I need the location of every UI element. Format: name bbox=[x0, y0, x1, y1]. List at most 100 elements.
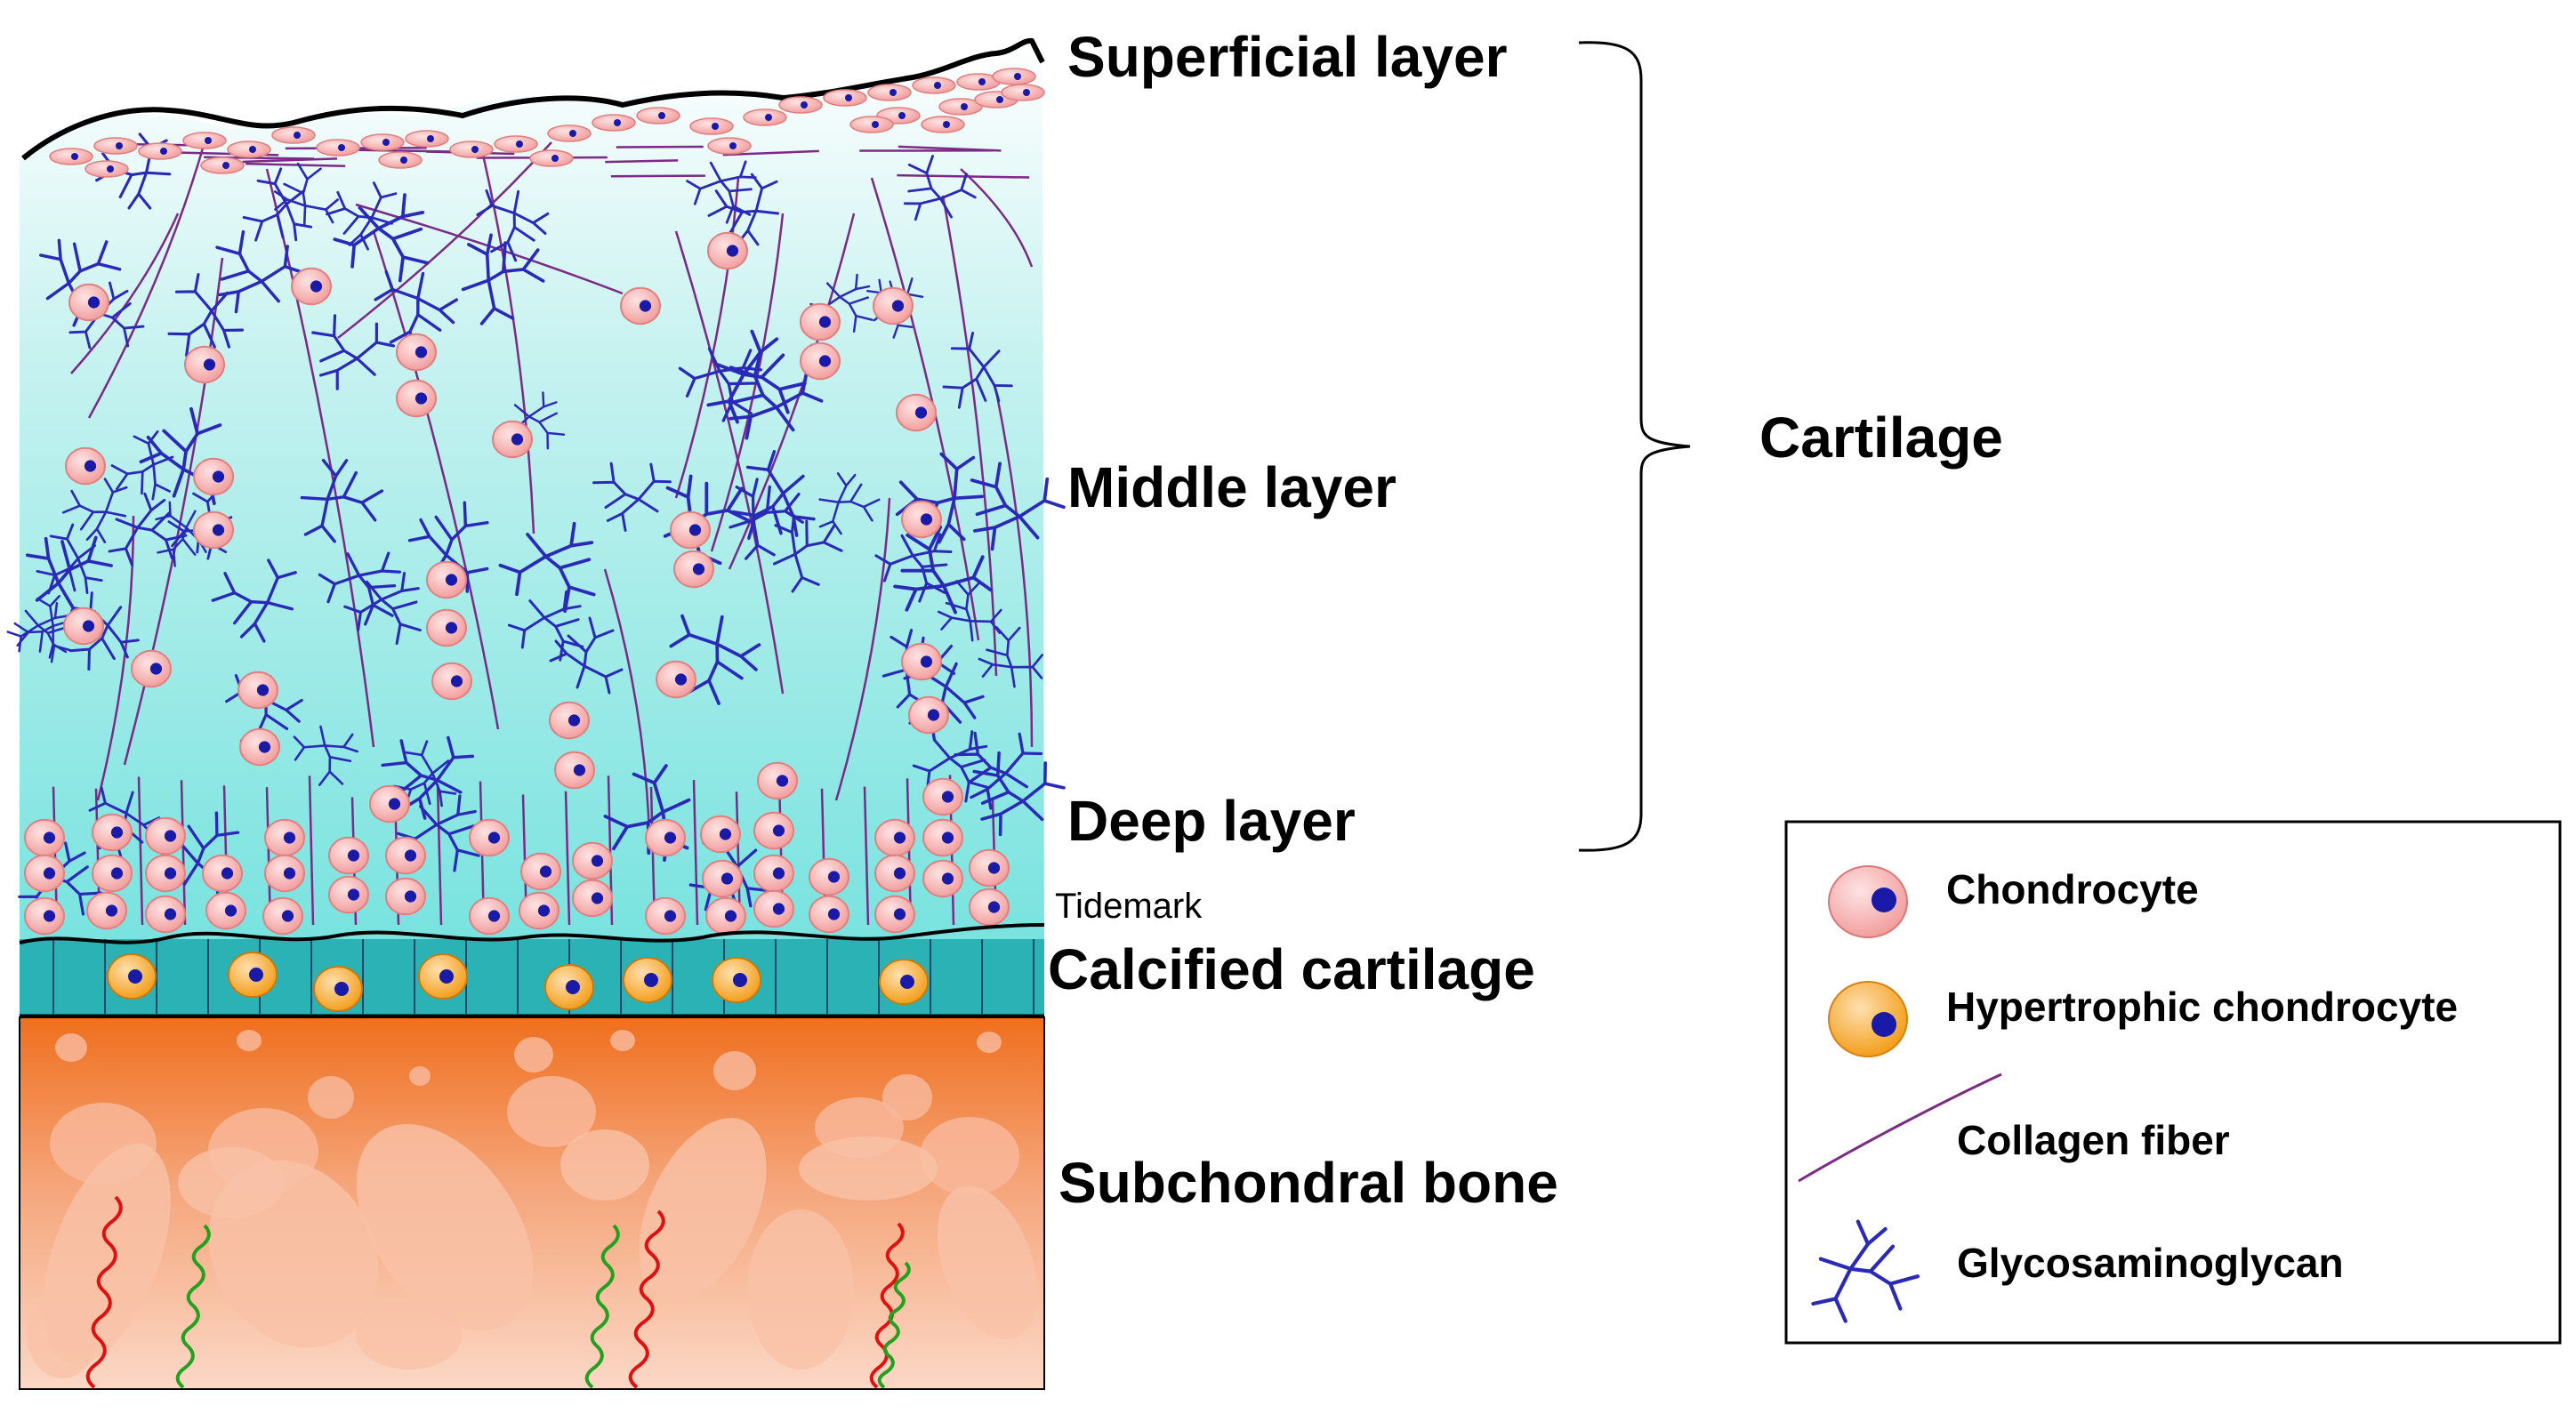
chondrocyte bbox=[922, 859, 963, 898]
hypertrophic-chondrocyte-icon bbox=[1828, 981, 1908, 1057]
chondrocyte-nucleus bbox=[943, 121, 950, 128]
chondrocyte bbox=[908, 695, 949, 735]
chondrocyte-nucleus bbox=[256, 684, 270, 696]
chondrocyte bbox=[239, 727, 280, 767]
marrow-space bbox=[799, 1137, 938, 1201]
cartilage-brace bbox=[1578, 41, 1691, 852]
collagen-fiber bbox=[834, 497, 891, 801]
chondrocyte-nucleus bbox=[212, 470, 225, 483]
legend-label-glycosaminoglycan: Glycosaminoglycan bbox=[1957, 1240, 2344, 1286]
marrow-space bbox=[937, 1185, 1038, 1340]
blood-vessel-green bbox=[877, 1261, 911, 1389]
chondrocyte-nucleus bbox=[221, 867, 234, 880]
chondrocyte bbox=[86, 891, 127, 930]
chondrocyte-nucleus bbox=[772, 903, 785, 915]
chondrocyte bbox=[874, 818, 915, 857]
chondrocyte bbox=[237, 671, 278, 710]
collagen-fiber-icon bbox=[1798, 1073, 2002, 1183]
chondrocyte bbox=[200, 157, 245, 174]
chondrocyte bbox=[492, 420, 533, 459]
calcified-cartilage-region bbox=[19, 923, 1045, 1017]
collagen-fiber bbox=[610, 174, 705, 178]
marrow-space bbox=[507, 1076, 596, 1147]
chondrocyte bbox=[63, 607, 104, 646]
articular-surface-line bbox=[21, 37, 1045, 161]
tidemark-label: Tidemark bbox=[1055, 887, 1203, 926]
chondrocyte bbox=[673, 550, 714, 589]
chondrocyte bbox=[85, 160, 129, 178]
chondrocyte-nucleus bbox=[987, 862, 1001, 874]
chondrocyte-nucleus bbox=[110, 867, 124, 880]
chondrocyte-nucleus bbox=[1023, 89, 1030, 96]
chondrocyte-nucleus bbox=[164, 867, 177, 880]
chondrocyte-nucleus bbox=[450, 675, 463, 687]
chondrocyte-icon bbox=[1828, 865, 1908, 938]
marrow-space bbox=[560, 1129, 649, 1201]
chondrocyte-nucleus bbox=[772, 824, 785, 837]
chondrocyte bbox=[227, 141, 271, 158]
cartilage-label: Cartilage bbox=[1759, 406, 2003, 470]
chondrocyte-nucleus bbox=[205, 137, 212, 144]
chondrocyte-nucleus bbox=[941, 832, 954, 844]
chondrocyte bbox=[705, 896, 746, 936]
chondrocyte-nucleus bbox=[914, 406, 928, 419]
hypertrophic-chondrocyte-nucleus bbox=[249, 968, 263, 982]
chondrocyte bbox=[396, 333, 437, 372]
chondrocyte-nucleus bbox=[404, 890, 417, 903]
chondrocyte bbox=[670, 510, 711, 550]
hypertrophic-chondrocyte-nucleus bbox=[733, 973, 747, 987]
chondrocyte-nucleus bbox=[84, 460, 97, 472]
chondrocyte-nucleus bbox=[941, 872, 954, 885]
blood-vessels bbox=[85, 1195, 911, 1389]
collagen-fiber bbox=[246, 162, 346, 167]
chondrocyte bbox=[469, 818, 510, 857]
chondrocyte-nucleus bbox=[310, 280, 323, 293]
chondrocyte-nucleus bbox=[404, 849, 417, 862]
hypertrophic-chondrocyte-nucleus bbox=[128, 969, 142, 984]
collagen-fiber bbox=[308, 775, 315, 926]
chondrocyte-nucleus bbox=[591, 892, 604, 904]
chondrocyte bbox=[547, 125, 592, 142]
chondrocyte-nucleus bbox=[43, 832, 56, 844]
chondrocyte bbox=[426, 608, 467, 647]
chondrocyte bbox=[316, 139, 360, 157]
chondrocyte bbox=[707, 137, 752, 155]
chondrocyte-nucleus bbox=[978, 78, 986, 85]
hypertrophic-chondrocyte bbox=[418, 953, 468, 1000]
chondrocyte bbox=[702, 859, 743, 898]
chondrocyte bbox=[431, 662, 472, 701]
chondrocyte bbox=[529, 149, 574, 167]
chondrocyte-nucleus bbox=[720, 872, 734, 885]
chondrocyte bbox=[809, 895, 849, 934]
chondrocyte bbox=[184, 345, 225, 384]
chondrocyte bbox=[405, 130, 449, 148]
collagen-fiber bbox=[337, 141, 552, 339]
collagen-fiber bbox=[353, 149, 453, 153]
chondrocyte-nucleus bbox=[591, 855, 604, 867]
chondrocyte bbox=[592, 114, 636, 132]
collagen-fiber bbox=[674, 177, 740, 499]
chondrocyte-nucleus bbox=[568, 714, 581, 727]
chondrocyte bbox=[753, 854, 794, 893]
chondrocyte bbox=[849, 116, 894, 133]
hypertrophic-chondrocyte-nucleus bbox=[566, 980, 580, 994]
chondrocyte bbox=[912, 76, 956, 94]
chondrocyte bbox=[549, 701, 590, 740]
chondrocyte bbox=[519, 891, 559, 930]
chondrocyte-nucleus bbox=[893, 832, 906, 844]
chondrocyte bbox=[757, 761, 798, 800]
chondrocyte-nucleus bbox=[110, 826, 124, 839]
chondrocyte bbox=[328, 875, 369, 914]
chondrocyte bbox=[24, 818, 65, 857]
collagen-fiber bbox=[960, 168, 1034, 268]
hypertrophic-chondrocyte bbox=[879, 959, 929, 1005]
chondrocyte bbox=[145, 854, 186, 893]
chondrocyte bbox=[385, 877, 426, 916]
chondrocyte bbox=[753, 889, 794, 928]
calcified-cartilage-fill bbox=[20, 939, 1044, 1016]
chondrocyte bbox=[291, 267, 332, 306]
chondrocyte-nucleus bbox=[258, 741, 271, 753]
blood-vessel-red bbox=[628, 1209, 665, 1389]
marrow-space bbox=[920, 1117, 1019, 1195]
chondrocyte-nucleus bbox=[388, 798, 401, 810]
